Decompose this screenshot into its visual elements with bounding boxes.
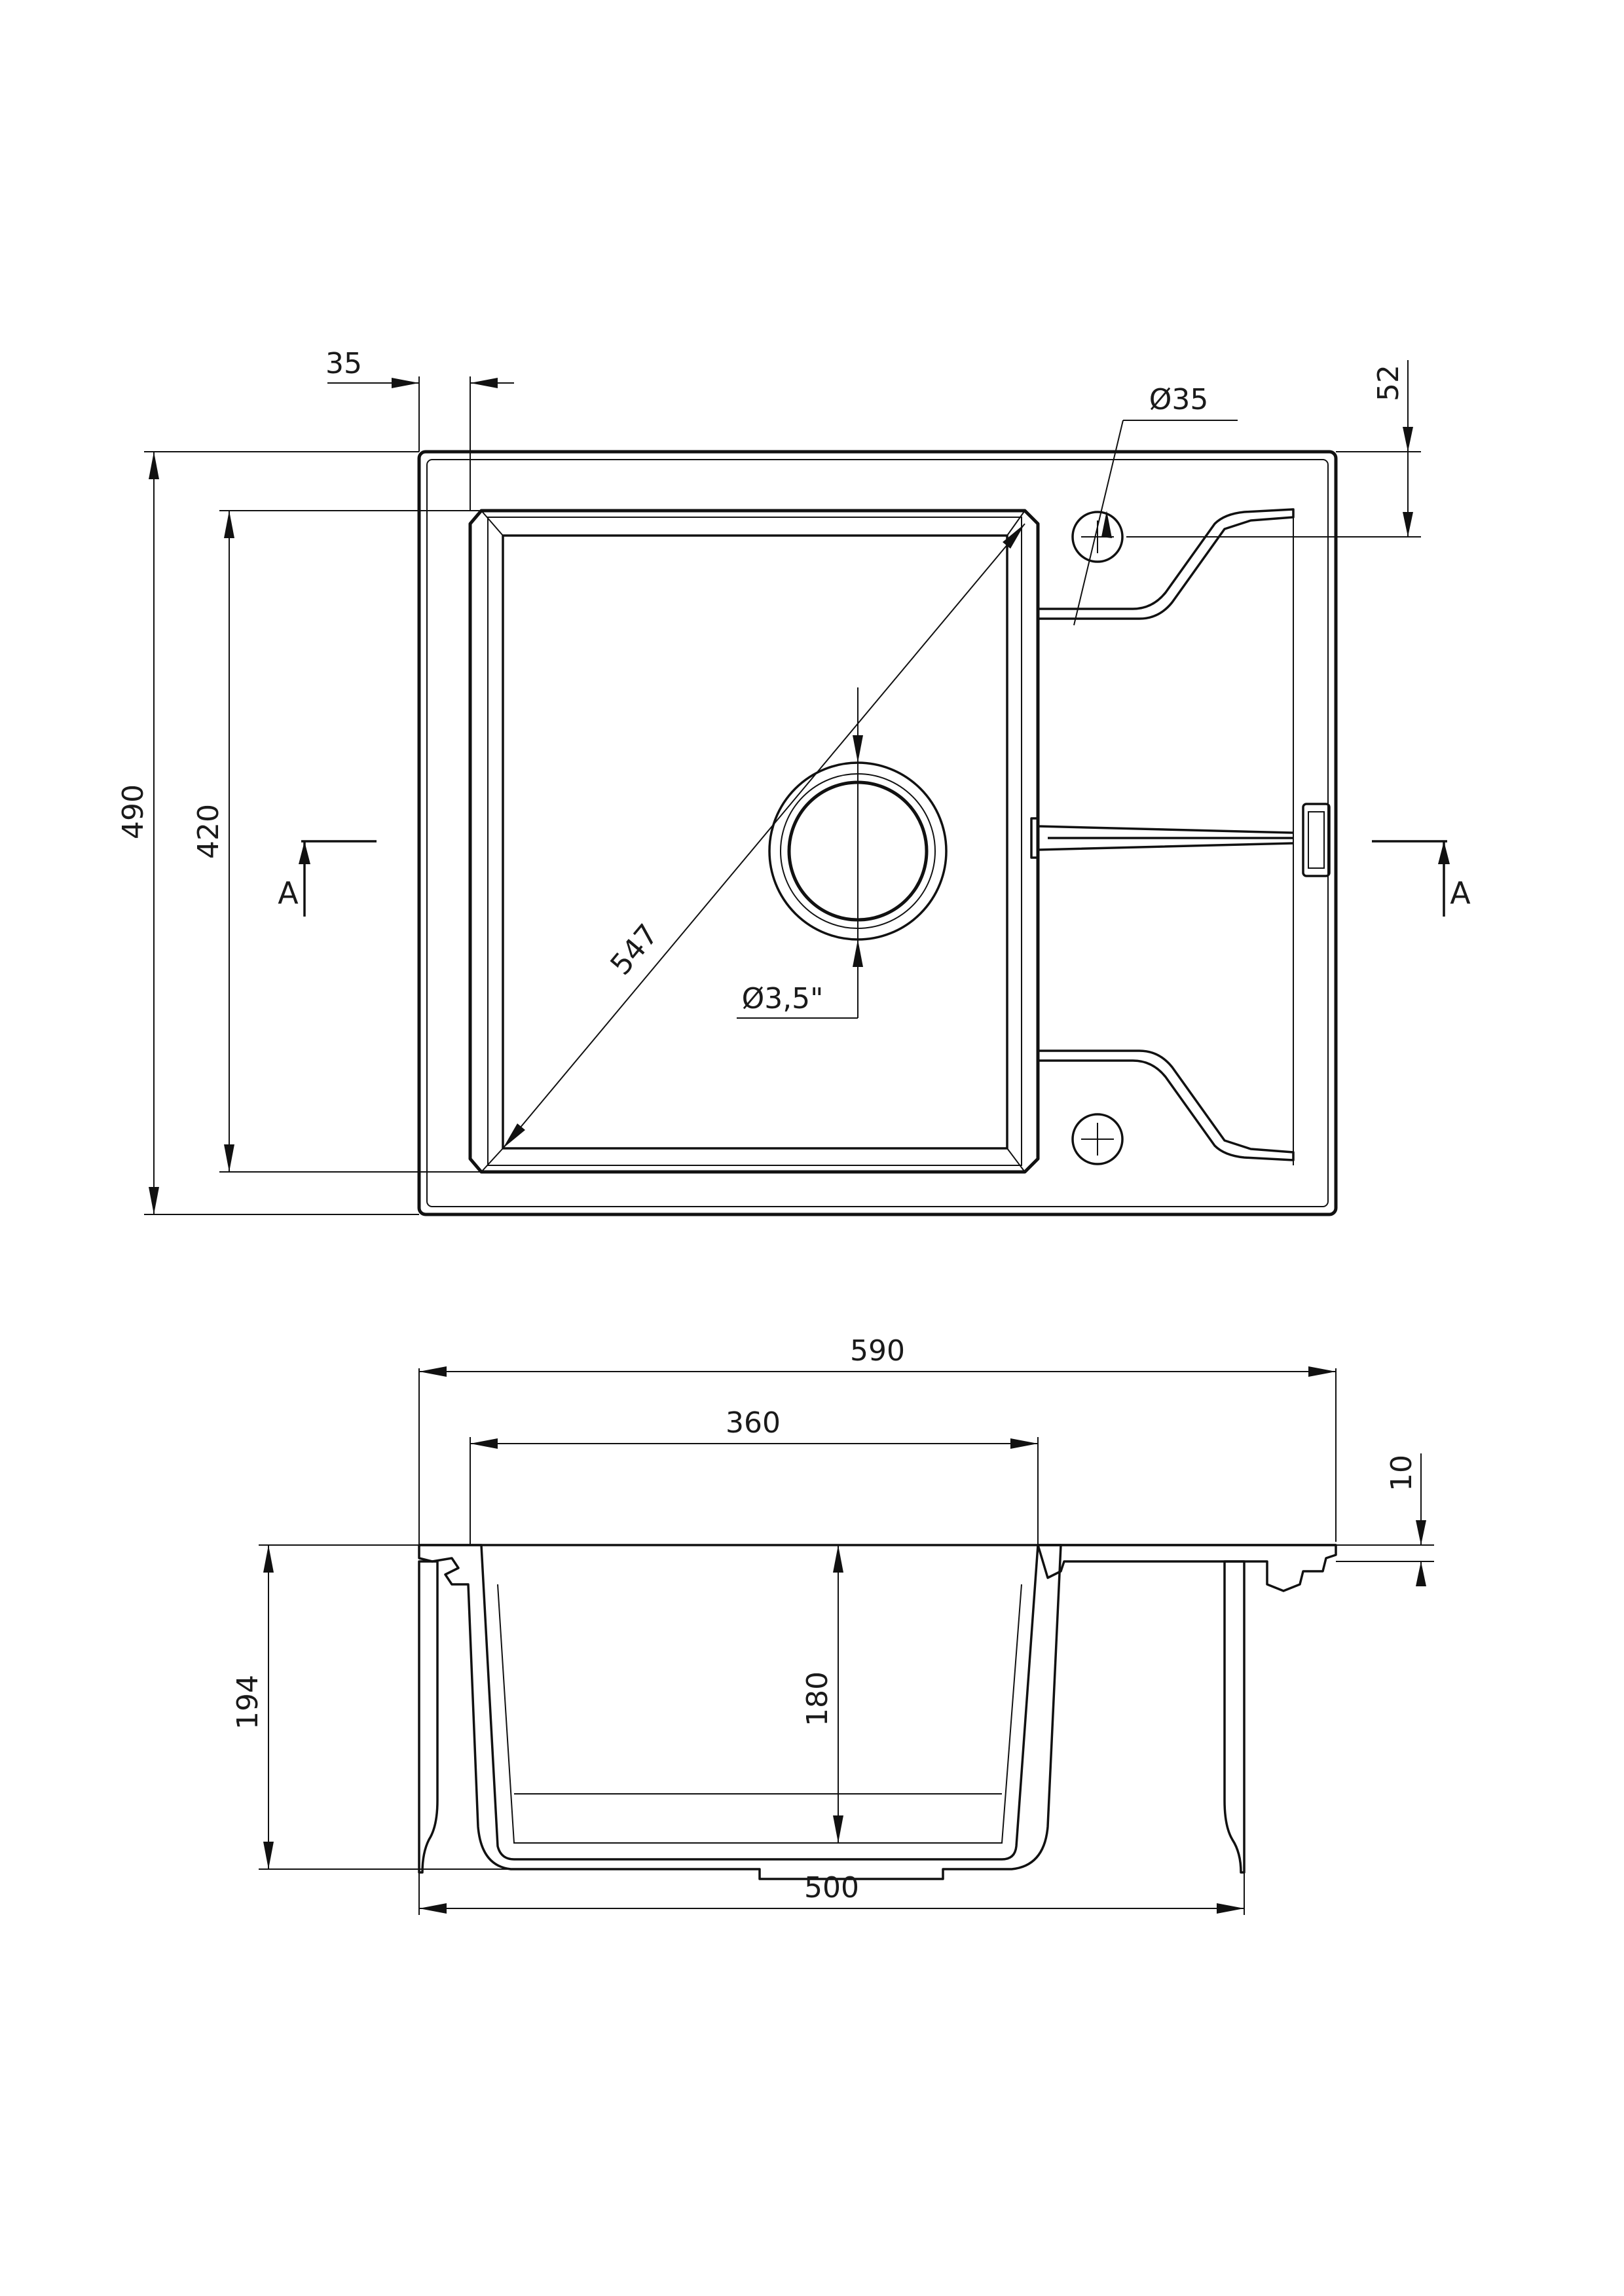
section-view: 590 360 10 194 180 500 [231,1334,1434,1915]
bowl-inner [502,534,1008,1150]
sink-outline-inner [426,459,1329,1207]
dim-rim-thickness: 10 [1385,1455,1418,1491]
drainer-rib-bottom [1038,1049,1295,1161]
dim-drain-diameter: Ø3,5" [742,982,824,1015]
cabinet-wall-right [1223,1560,1246,1874]
top-view: 35 52 Ø35 490 420 547 [117,347,1471,1216]
cabinet-wall-left [418,1560,439,1874]
tap-hole-bottom [1071,1113,1124,1165]
dim-overall-width: 590 [850,1334,905,1368]
dim-bowl-diagonal: 547 [604,918,665,981]
drainer-section [1037,1544,1337,1592]
dim-overall-depth: 490 [117,784,150,839]
section-mark-left: A [278,875,299,911]
dim-cabinet-width: 500 [804,1871,859,1904]
dim-overall-height: 194 [231,1675,265,1730]
sink-outline [417,450,1338,1216]
bowl-section [418,1544,1062,1880]
dim-bowl-height: 180 [801,1671,834,1726]
overflow-channel [1030,817,1294,859]
dim-tap-hole-offset: 52 [1372,365,1405,401]
dim-tap-hole-diameter: Ø35 [1149,383,1209,416]
tap-hole-top [1071,511,1124,563]
overflow-slot [1302,803,1331,877]
section-mark-right: A [1450,875,1471,911]
dim-bowl-depth: 420 [192,804,225,859]
dim-bowl-width: 360 [726,1406,781,1440]
drainer-rib-top [1038,508,1295,620]
dim-rim-offset: 35 [325,347,362,380]
